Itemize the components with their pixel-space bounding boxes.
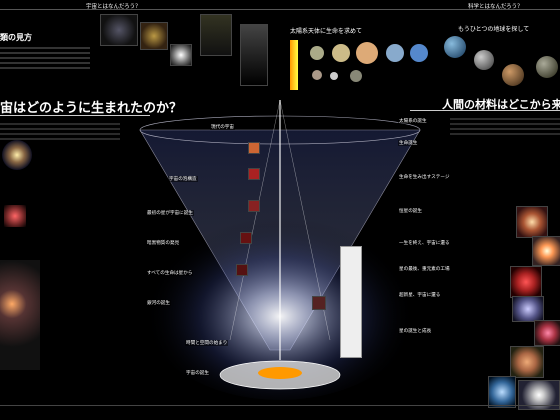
big-bang-core xyxy=(258,367,302,379)
center-tile-4 xyxy=(240,232,252,244)
right-box-supernova: 超新星、宇宙に還る xyxy=(398,292,442,298)
top-question-1: 宇宙とはなんだろう？ xyxy=(86,4,141,10)
right-box-solar-birth: 太陽系の誕生 xyxy=(398,118,428,124)
right-column-text xyxy=(450,115,560,195)
galaxy-cluster-image xyxy=(0,260,40,370)
right-top-title: もうひとつの地球を探して xyxy=(458,26,530,33)
left-column-text xyxy=(0,120,120,370)
label-universe-birth: 宇宙の誕生 xyxy=(185,370,210,376)
label-first-stars: 最初の星が宇宙に誕生 xyxy=(146,210,194,216)
left-top-title: 類の見方 xyxy=(0,33,32,42)
right-box-return: 一生を終え、宇宙に還る xyxy=(398,240,451,246)
label-dark-matter: 暗黒物質の発見 xyxy=(146,240,181,246)
top-left-image-strip xyxy=(100,14,270,94)
bottom-divider xyxy=(0,405,560,406)
center-tile-1 xyxy=(248,142,260,154)
center-tile-2 xyxy=(248,168,260,180)
element-table-strip xyxy=(340,246,362,358)
right-box-star-growth: 星の誕生と成長 xyxy=(398,328,433,334)
center-top-title: 太陽系天体に生命を求めて xyxy=(290,28,363,35)
label-present-universe: 現代の宇宙 xyxy=(210,124,235,130)
right-box-life-birth: 生命誕生 xyxy=(398,140,419,146)
center-tile-6 xyxy=(312,296,326,310)
center-tile-3 xyxy=(248,200,260,212)
label-bubble-structure: 宇宙の泡構造 xyxy=(168,176,198,182)
right-box-element-factory: 星の最後、重元素の工場 xyxy=(398,266,451,272)
top-divider xyxy=(0,9,560,10)
galaxy-image-1 xyxy=(2,140,32,170)
galaxy-image-2 xyxy=(4,205,26,227)
right-images xyxy=(470,190,560,410)
center-tile-5 xyxy=(236,264,248,276)
solar-planets xyxy=(290,40,440,100)
exoplanet-thumbs xyxy=(444,36,560,96)
label-galaxy-birth: 銀河の誕生 xyxy=(146,300,171,306)
left-section-title: 宙はどのように生まれたのか？ xyxy=(0,101,183,116)
right-box-star-birth: 恒星の誕生 xyxy=(398,208,423,214)
top-question-2: 科学とはなんだろう？ xyxy=(468,4,523,10)
right-box-life-stage: 生命を生み出すステージ xyxy=(398,174,451,180)
label-life-from-stars: すべての生命は星から xyxy=(146,270,194,276)
left-top-text xyxy=(0,44,90,94)
right-title-rule xyxy=(410,110,560,111)
left-title-rule xyxy=(0,115,150,116)
right-section-title: 人間の材料はどこから来たの xyxy=(442,98,560,111)
label-time-space-start: 時間と空間の始まり xyxy=(185,340,229,346)
